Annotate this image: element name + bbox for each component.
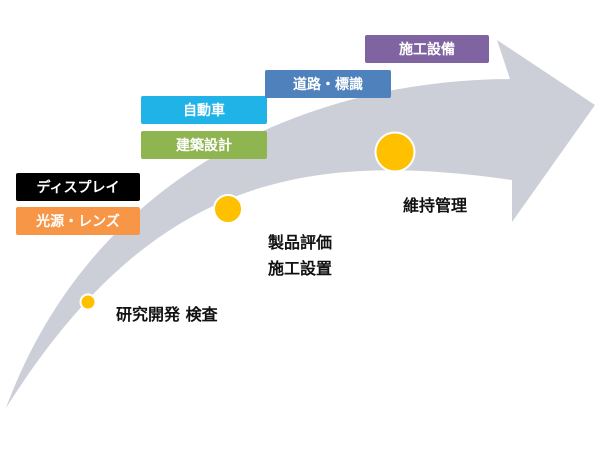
tag-light-source-lens: 光源・レンズ — [16, 207, 140, 235]
stage-label-research: 研究開発 検査 — [116, 302, 218, 328]
tag-display: ディスプレイ — [16, 173, 140, 201]
stage-label-line: 製品評価 — [268, 233, 333, 252]
stage-label-evaluation: 製品評価 施工設置 — [268, 230, 332, 282]
tag-construction-equipment: 施工設備 — [365, 35, 489, 63]
stage-marker-research — [79, 293, 97, 311]
stage-label-line: 施工設置 — [268, 259, 333, 278]
tag-roads-signs: 道路・標識 — [265, 70, 391, 98]
tag-architectural-design: 建築設計 — [141, 131, 267, 159]
stage-label-line: 研究開発 検査 — [116, 305, 218, 324]
stage-label-line: 維持管理 — [403, 196, 468, 215]
tag-automobile: 自動車 — [141, 96, 267, 124]
curved-arrow — [6, 40, 595, 408]
stage-marker-maintenance — [374, 131, 416, 173]
stage-marker-evaluation — [213, 194, 243, 224]
stage-label-maintenance: 維持管理 — [403, 193, 467, 219]
